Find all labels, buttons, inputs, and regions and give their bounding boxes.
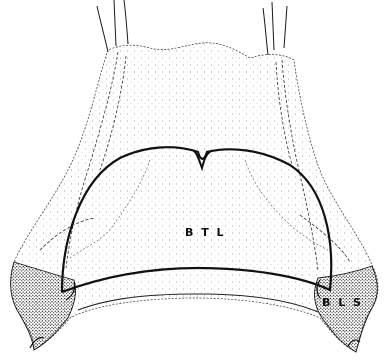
left-setae bbox=[97, 0, 128, 52]
right-lower-lobe bbox=[315, 266, 378, 352]
label-btl: B T L bbox=[185, 226, 226, 239]
label-bls: B L S bbox=[322, 296, 363, 309]
right-setae bbox=[263, 2, 287, 55]
